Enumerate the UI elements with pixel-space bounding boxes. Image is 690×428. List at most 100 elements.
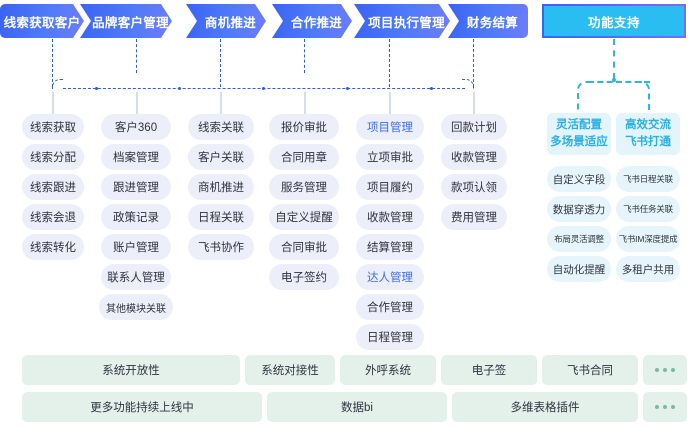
spill-comm-3[interactable]: 多租户共用	[616, 256, 680, 282]
stage-chevron-cooperation[interactable]: 合作推进	[272, 4, 352, 38]
bottom-box-system-integration[interactable]: 系统对接性	[245, 355, 335, 385]
pill-finance-1[interactable]: 收款管理	[441, 144, 507, 170]
spill-flexible-2[interactable]: 布局灵活调整	[547, 226, 611, 252]
pill-brand-0[interactable]: 客户360	[101, 114, 171, 140]
stage-chevron-project-execution[interactable]: 项目执行管理	[354, 4, 450, 38]
pill-brand-2[interactable]: 跟进管理	[101, 174, 171, 200]
bottom-box-label: 多维表格插件	[510, 402, 580, 414]
pill-label: 项目管理	[367, 122, 413, 134]
pill-cooperation-3[interactable]: 自定义提醒	[269, 204, 339, 230]
pill-label: 账户管理	[113, 242, 159, 254]
pill-cooperation-5[interactable]: 电子签约	[269, 264, 339, 290]
connector-bus-right-corner	[462, 79, 474, 89]
support-card-line2: 飞书打通	[625, 136, 671, 148]
spill-comm-2[interactable]: 飞书IM深度提成	[616, 226, 680, 252]
pill-finance-0[interactable]: 回款计划	[441, 114, 507, 140]
pill-cooperation-2[interactable]: 服务管理	[269, 174, 339, 200]
spill-flexible-0[interactable]: 自定义字段	[547, 166, 611, 192]
bottom-box-outbound-call[interactable]: 外呼系统	[340, 355, 436, 385]
pill-label: 立项审批	[367, 152, 413, 164]
pill-brand-4[interactable]: 账户管理	[101, 234, 171, 260]
pill-opportunity-2[interactable]: 商机推进	[188, 174, 254, 200]
bottom-box-data-bi[interactable]: 数据bi	[267, 392, 447, 422]
bottom-box-more-row1[interactable]	[643, 355, 687, 385]
connector-support-down	[613, 39, 615, 79]
pill-cooperation-4[interactable]: 合同审批	[269, 234, 339, 260]
spill-comm-1[interactable]: 飞书任务关联	[616, 196, 680, 222]
pill-label: 合同用章	[281, 152, 327, 164]
bottom-box-label: 电子签	[471, 365, 507, 377]
pill-finance-2[interactable]: 款项认领	[441, 174, 507, 200]
pill-lead-0[interactable]: 线索获取	[22, 114, 84, 140]
pill-label: 收款管理	[367, 212, 413, 224]
pill-brand-6[interactable]: 其他模块关联	[99, 294, 173, 320]
pill-project-4[interactable]: 结算管理	[356, 234, 424, 260]
pill-lead-1[interactable]: 线索分配	[22, 144, 84, 170]
spill-flexible-3[interactable]: 自动化提醒	[547, 256, 611, 282]
stage-label: 商机推进	[204, 15, 257, 30]
pill-label: 档案管理	[113, 152, 159, 164]
connector-support-right-corner	[636, 81, 650, 113]
pill-finance-3[interactable]: 费用管理	[441, 204, 507, 230]
pill-opportunity-0[interactable]: 线索关联	[188, 114, 254, 140]
pill-project-6[interactable]: 合作管理	[356, 294, 424, 320]
pill-project-7[interactable]: 日程管理	[356, 324, 424, 350]
pill-project-1[interactable]: 立项审批	[356, 144, 424, 170]
bottom-box-label: 数据bi	[341, 402, 373, 414]
pill-label: 其他模块关联	[106, 303, 166, 315]
bottom-box-label: 外呼系统	[365, 365, 411, 377]
stage-chevron-finance-settlement[interactable]: 财务结算	[448, 4, 528, 38]
pill-label: 客户360	[114, 122, 158, 134]
support-header-box[interactable]: 功能支持	[542, 4, 686, 38]
pill-lead-4[interactable]: 线索转化	[22, 234, 84, 260]
pill-opportunity-3[interactable]: 日程关联	[188, 204, 254, 230]
connector-node-4	[430, 87, 433, 90]
connector-stage-1-down	[136, 39, 137, 73]
stage-chevron-brand-customer[interactable]: 品牌客户管理	[80, 4, 172, 38]
spill-label: 飞书任务关联	[623, 204, 673, 214]
pill-label: 商机推进	[198, 182, 244, 194]
pill-project-0[interactable]: 项目管理	[356, 114, 424, 140]
spill-comm-0[interactable]: 飞书日程关联	[616, 166, 680, 192]
pill-label: 结算管理	[367, 242, 413, 254]
pill-opportunity-1[interactable]: 客户关联	[188, 144, 254, 170]
bottom-box-feishu-contract[interactable]: 飞书合同	[542, 355, 638, 385]
pill-label: 联系人管理	[107, 272, 165, 284]
support-card-efficient-communication[interactable]: 高效交流 飞书打通	[616, 113, 680, 155]
stage-chevron-opportunity[interactable]: 商机推进	[186, 4, 266, 38]
pill-cooperation-0[interactable]: 报价审批	[269, 114, 339, 140]
pill-brand-3[interactable]: 政策记录	[101, 204, 171, 230]
pill-label: 达人管理	[367, 272, 413, 284]
bottom-box-more-row2[interactable]	[643, 392, 687, 422]
stage-label: 项目执行管理	[368, 15, 445, 30]
pill-lead-2[interactable]: 线索跟进	[22, 174, 84, 200]
pill-project-5[interactable]: 达人管理	[356, 264, 424, 290]
pill-cooperation-1[interactable]: 合同用章	[269, 144, 339, 170]
spill-flexible-1[interactable]: 数据穿透力	[547, 196, 611, 222]
bottom-box-e-signature[interactable]: 电子签	[441, 355, 537, 385]
pill-brand-5[interactable]: 联系人管理	[101, 264, 171, 290]
support-card-line2: 多场景适应	[550, 136, 608, 148]
pill-label: 线索跟进	[30, 182, 76, 194]
stage-chevron-lead-acquisition[interactable]: 线索获取客户	[0, 4, 84, 38]
pill-label: 收款管理	[451, 152, 497, 164]
connector-support-horizontal	[588, 81, 650, 83]
pill-brand-1[interactable]: 档案管理	[101, 144, 171, 170]
stub-col-1	[136, 92, 138, 114]
pill-opportunity-4[interactable]: 飞书协作	[188, 234, 254, 260]
bottom-box-multidimensional-table-plugin[interactable]: 多维表格插件	[452, 392, 638, 422]
pill-project-3[interactable]: 收款管理	[356, 204, 424, 230]
pill-label: 报价审批	[281, 122, 327, 134]
connector-stage-2-down	[220, 39, 221, 87]
pill-lead-3[interactable]: 线索会退	[22, 204, 84, 230]
spill-label: 自动化提醒	[552, 263, 606, 276]
stub-col-0	[52, 92, 54, 114]
bottom-box-more-features[interactable]: 更多功能持续上线中	[22, 392, 262, 422]
stage-label: 线索获取客户	[3, 15, 81, 30]
pill-label: 费用管理	[451, 212, 497, 224]
bottom-box-system-openness[interactable]: 系统开放性	[22, 355, 240, 385]
connector-node-3	[346, 87, 349, 90]
spill-label: 飞书日程关联	[623, 174, 673, 184]
pill-project-2[interactable]: 项目履约	[356, 174, 424, 200]
support-card-flexible-config[interactable]: 灵活配置 多场景适应	[547, 113, 611, 155]
